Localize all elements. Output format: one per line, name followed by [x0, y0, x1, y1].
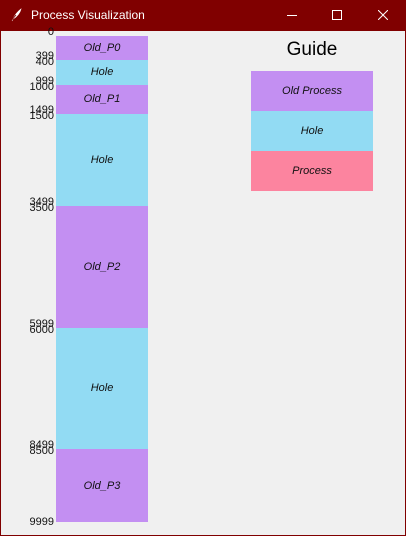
- address-label: 999: [35, 74, 54, 87]
- window-title: Process Visualization: [31, 8, 145, 22]
- legend-process: Process: [251, 151, 373, 191]
- maximize-icon: [332, 7, 342, 25]
- maximize-button[interactable]: [314, 0, 360, 31]
- address-label: 5999: [29, 317, 54, 330]
- close-button[interactable]: [360, 0, 406, 31]
- memory-block: Old_P3: [56, 449, 148, 522]
- minimize-icon: [287, 7, 297, 25]
- address-label: 3500: [29, 202, 54, 215]
- address-label: 1499: [29, 103, 54, 116]
- legend-hole: Hole: [251, 111, 373, 151]
- minimize-button[interactable]: [269, 0, 315, 31]
- memory-block: Old_P0: [56, 36, 148, 61]
- address-label: 8500: [29, 445, 54, 458]
- address-label: 399: [35, 50, 54, 63]
- memory-block: Hole: [56, 60, 148, 85]
- guide-title: Guide: [286, 39, 338, 60]
- title-bar[interactable]: Process Visualization: [0, 0, 406, 31]
- address-label: 1500: [29, 109, 54, 122]
- address-label: 3499: [29, 196, 54, 209]
- address-label: 6000: [29, 323, 54, 336]
- memory-block: Hole: [56, 113, 148, 207]
- memory-block: Old_P2: [56, 206, 148, 328]
- feather-icon: [9, 8, 23, 22]
- address-label: 1000: [29, 80, 54, 93]
- legend-old-process: Old Process: [251, 71, 373, 111]
- close-icon: [377, 7, 389, 25]
- memory-block: Hole: [56, 327, 148, 450]
- address-label: 9999: [29, 516, 54, 528]
- address-label: 8499: [29, 439, 54, 452]
- memory-block: Old_P1: [56, 84, 148, 114]
- address-label: 400: [35, 56, 54, 69]
- address-label: 0: [47, 26, 54, 38]
